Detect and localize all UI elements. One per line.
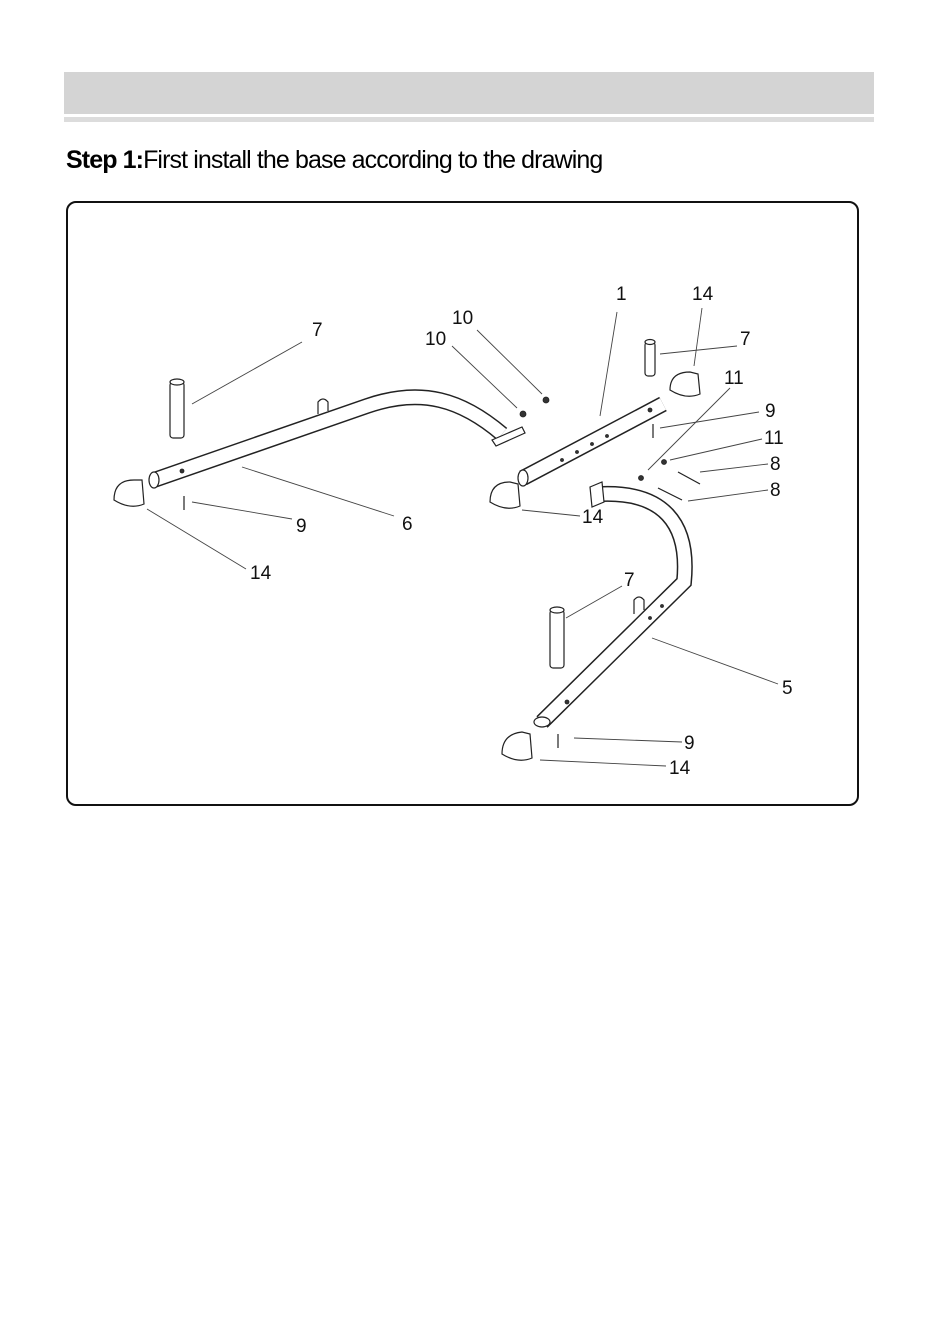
- callout-part-7-left: 7: [312, 320, 323, 341]
- part-1-center-tube: [518, 404, 663, 486]
- callout-part-14-left: 14: [250, 563, 272, 584]
- callout-part-14-bottom: 14: [669, 758, 691, 779]
- callout-part-9-right: 9: [765, 401, 776, 422]
- part-5-right-base-tube: [534, 482, 685, 727]
- callout-part-11-upper: 11: [724, 368, 744, 389]
- step-label: Step 1:: [66, 146, 143, 174]
- assembly-diagram: 7 10 10 1 14 7 11 9 11 8 8 9 6 14 14 7 5…: [68, 203, 861, 808]
- header-rule: [64, 117, 874, 122]
- assembly-diagram-frame: 7 10 10 1 14 7 11 9 11 8 8 9 6 14 14 7 5…: [66, 201, 859, 806]
- callout-part-10-upper: 10: [452, 308, 473, 329]
- callout-part-5: 5: [782, 678, 793, 699]
- step-text: First install the base according to the …: [143, 146, 602, 174]
- step-heading: Step 1:First install the base according …: [66, 146, 602, 175]
- part-7-posts: [170, 340, 655, 669]
- callout-part-8-upper: 8: [770, 454, 781, 475]
- callout-part-14-center: 14: [582, 507, 604, 528]
- header-bar: [64, 72, 874, 114]
- callout-part-11-lower: 11: [764, 428, 784, 449]
- callout-numbers: 7 10 10 1 14 7 11 9 11 8 8 9 6 14 14 7 5…: [250, 284, 793, 779]
- callout-part-1: 1: [616, 284, 627, 305]
- callout-part-6: 6: [402, 514, 413, 535]
- callout-part-14-top-right: 14: [692, 284, 714, 305]
- callout-part-9-left: 9: [296, 516, 307, 537]
- callout-part-9-bottom: 9: [684, 733, 695, 754]
- callout-part-7-bottom: 7: [624, 570, 635, 591]
- callout-part-10-lower: 10: [425, 329, 446, 350]
- callout-part-7-right: 7: [740, 329, 751, 350]
- callout-part-8-lower: 8: [770, 480, 781, 501]
- part-6-left-base-tube: [149, 397, 525, 488]
